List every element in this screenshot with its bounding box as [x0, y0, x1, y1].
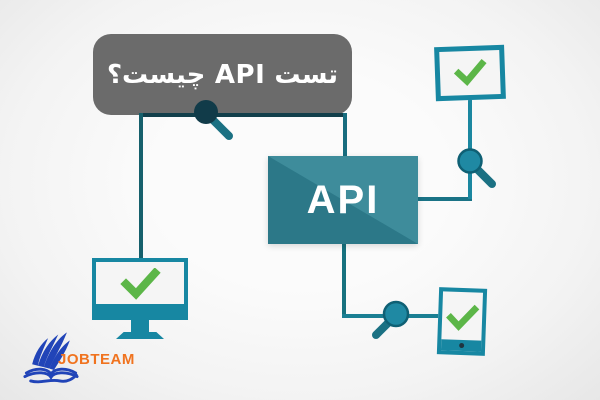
open-book-wing-icon: [23, 332, 79, 384]
phone-home-button: [458, 342, 464, 349]
magnifier-icon: [194, 100, 233, 140]
monitor-stand-neck: [131, 320, 149, 333]
checkmark-icon: [453, 58, 487, 87]
jobteam-logo[interactable]: JOBTEAM: [22, 330, 172, 388]
api-node: API: [268, 156, 418, 244]
desktop-monitor: [92, 258, 188, 320]
page-title: تست API چیست؟: [106, 59, 339, 90]
monitor-stand-base: [116, 332, 164, 339]
monitor-bezel: [96, 304, 184, 316]
magnifier-icon: [372, 300, 410, 339]
magnifier-icon: [457, 148, 496, 188]
logo-text: JOBTEAM: [58, 351, 135, 368]
connector-left-vertical: [139, 113, 143, 260]
connector-top-horizontal: [140, 113, 346, 117]
tablet-device: [434, 44, 506, 102]
connector-api-top: [343, 113, 347, 158]
checkmark-icon: [446, 304, 480, 331]
phone-device: [436, 287, 488, 356]
api-label: API: [306, 177, 380, 222]
title-banner: تست API چیست؟: [93, 34, 352, 115]
connector-api-right: [416, 197, 472, 201]
checkmark-icon: [120, 268, 161, 300]
connector-api-bottom: [342, 243, 346, 318]
phone-bezel: [440, 339, 482, 352]
